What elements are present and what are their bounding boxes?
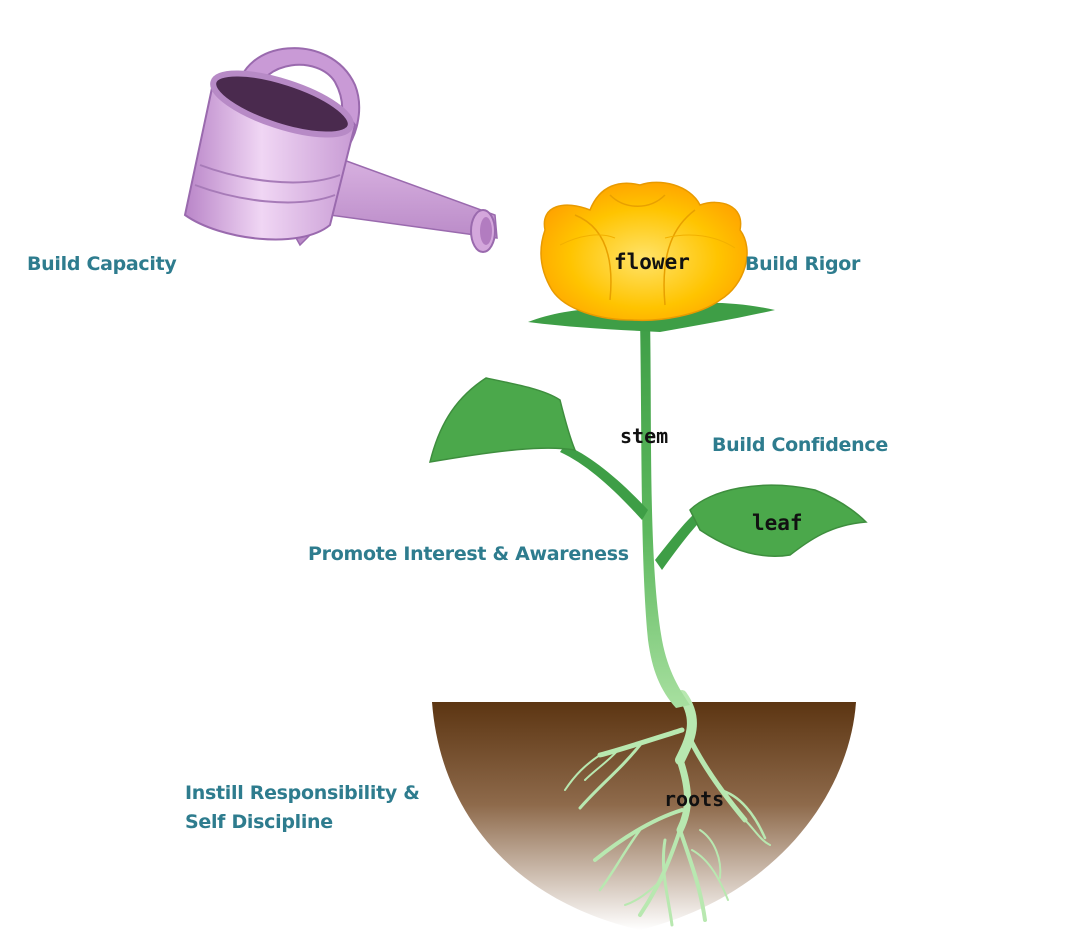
left-branch [560, 445, 648, 520]
left-leaf [428, 377, 577, 463]
caption-build-rigor: Build Rigor [745, 253, 861, 275]
caption-instill-responsibility-line1: Instill Responsibility & [185, 782, 420, 804]
label-leaf: leaf [752, 511, 803, 535]
caption-instill-responsibility-line2: Self Discipline [185, 811, 333, 833]
soil-pot [432, 702, 856, 930]
caption-build-confidence: Build Confidence [712, 434, 888, 456]
label-roots: roots [664, 787, 725, 811]
label-stem: stem [620, 424, 669, 448]
stem [640, 318, 690, 708]
flower-head [540, 181, 748, 322]
caption-promote-interest: Promote Interest & Awareness [308, 543, 629, 565]
right-leaf [689, 484, 868, 557]
label-flower: flower [614, 250, 690, 274]
watering-can-icon [183, 47, 498, 253]
roots [564, 690, 771, 927]
caption-build-capacity: Build Capacity [27, 253, 177, 275]
